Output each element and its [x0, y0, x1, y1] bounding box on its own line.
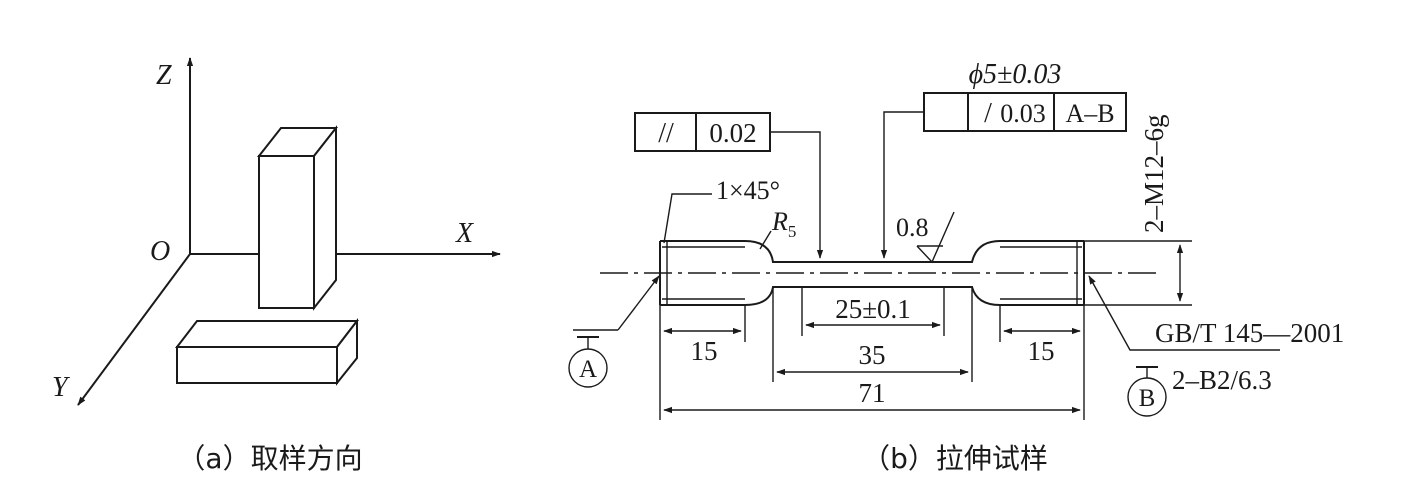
z-axis-label: Z — [156, 60, 172, 91]
radius-callout: R5 — [759, 207, 796, 250]
datum-reference: A–B — [1065, 99, 1114, 128]
parallelism-value: 0.02 — [709, 118, 756, 148]
runout-symbol: / — [984, 98, 992, 129]
standard-label: GB/T 145—2001 — [1155, 318, 1344, 348]
dim-15-left-label: 15 — [691, 336, 718, 366]
dim-25-label: 25±0.1 — [835, 294, 911, 324]
origin-label: O — [150, 236, 170, 267]
datum-a: A — [568, 275, 660, 388]
x-axis-label: X — [455, 218, 474, 249]
datum-a-label: A — [579, 356, 597, 383]
dimension-71: 71 — [659, 305, 1085, 420]
dimension-15-left: 15 — [663, 305, 746, 366]
dim-35-label: 35 — [859, 340, 886, 370]
horizontal-specimen-block — [174, 318, 360, 386]
thread-spec: 2–M12–6g — [1139, 114, 1169, 233]
fcf-runout: ϕ5±0.03 / 0.03 A–B — [880, 59, 1127, 259]
caption-b: （b）拉伸试样 — [862, 442, 1048, 475]
y-axis — [77, 253, 191, 406]
center-hole-spec: 2–B2/6.3 — [1172, 365, 1272, 395]
roughness-value: 0.8 — [896, 213, 929, 242]
y-axis-label: Y — [52, 372, 71, 403]
datum-b-label: B — [1139, 385, 1156, 412]
parallelism-symbol: // — [658, 118, 674, 149]
thread-callout: 2–M12–6g — [1084, 114, 1192, 306]
datum-b: GB/T 145—2001 B 2–B2/6.3 — [1088, 275, 1344, 417]
panel-b-tensile-specimen: // 0.02 ϕ5±0.03 / 0.03 A–B 2–M12–6g 1×45… — [568, 59, 1344, 475]
caption-a: （a）取样方向 — [177, 442, 362, 475]
diameter-tolerance: ϕ5±0.03 — [969, 59, 1062, 90]
chamfer-callout: 1×45° — [663, 176, 780, 244]
radius-label: R5 — [771, 207, 796, 241]
vertical-specimen-block — [256, 125, 339, 311]
chamfer-spec: 1×45° — [716, 176, 780, 205]
runout-value: 0.03 — [1000, 99, 1046, 128]
dim-15-right-label: 15 — [1028, 336, 1055, 366]
dim-71-label: 71 — [859, 378, 886, 408]
roughness-symbol: 0.8 — [896, 211, 955, 264]
dimension-35: 35 — [772, 287, 973, 382]
dimension-15-right: 15 — [999, 305, 1081, 366]
panel-a-sampling-direction: Z X Y O （a）取样方向 — [52, 57, 501, 475]
fcf-parallelism: // 0.02 — [634, 112, 824, 259]
dimension-25: 25±0.1 — [801, 287, 945, 336]
